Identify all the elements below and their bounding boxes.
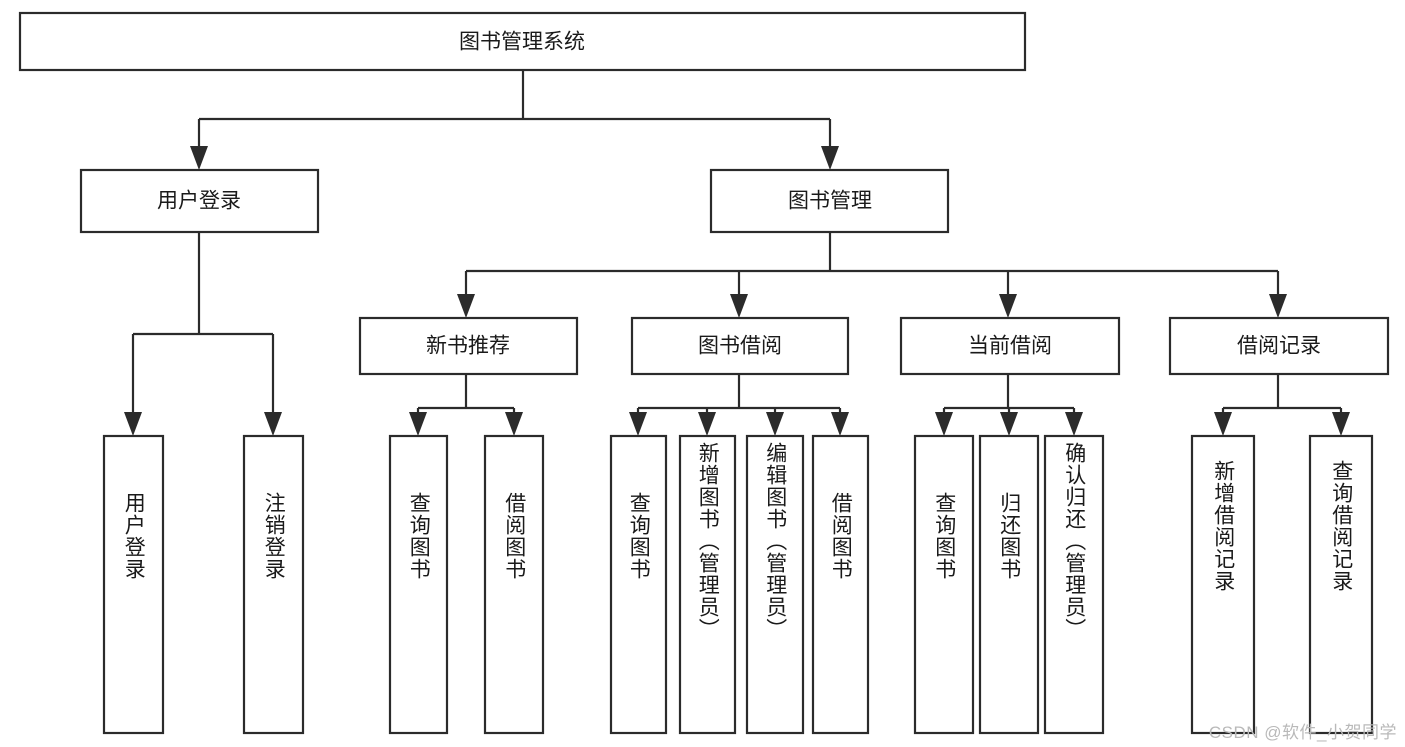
node-root-label: 图书管理系统 bbox=[459, 31, 585, 54]
leaf-user-login-rect[interactable] bbox=[102, 434, 165, 735]
leaf-return-book-rect[interactable] bbox=[978, 434, 1040, 735]
leaf-edit-book-rect[interactable] bbox=[745, 434, 805, 735]
arrow-to-new-book-rec bbox=[457, 294, 475, 318]
node-new-book-recommend[interactable]: 新书推荐 bbox=[358, 316, 579, 376]
arrow-to-book-mgmt bbox=[821, 146, 839, 170]
leaf-add-book-rect[interactable] bbox=[678, 434, 737, 735]
arrow-to-leaf-logout bbox=[264, 412, 282, 436]
node-root[interactable]: 图书管理系统 bbox=[18, 11, 1027, 72]
node-user-login-rect[interactable] bbox=[79, 168, 320, 234]
arrow-to-query-book-1 bbox=[409, 412, 427, 436]
arrow-to-query-record bbox=[1332, 412, 1350, 436]
leaf-query-book-2-rect[interactable] bbox=[609, 434, 668, 735]
node-book-borrow[interactable]: 图书借阅 bbox=[630, 316, 850, 376]
arrow-to-query-book-3 bbox=[935, 412, 953, 436]
arrow-to-add-record bbox=[1214, 412, 1232, 436]
node-book-borrow-rect[interactable] bbox=[630, 316, 850, 376]
node-book-management[interactable]: 图书管理 bbox=[709, 168, 950, 234]
node-user-login-label: 用户登录 bbox=[157, 190, 241, 213]
arrow-to-current-borrow bbox=[999, 294, 1017, 318]
leaf-borrow-book-2-rect[interactable] bbox=[811, 434, 870, 735]
node-book-management-rect[interactable] bbox=[709, 168, 950, 234]
node-borrow-record-rect[interactable] bbox=[1168, 316, 1390, 376]
leaf-query-record-rect[interactable] bbox=[1308, 434, 1374, 735]
node-user-login[interactable]: 用户登录 bbox=[79, 168, 320, 234]
arrow-to-edit-book bbox=[766, 412, 784, 436]
connector-layer bbox=[124, 70, 1350, 436]
leaf-query-book-1-rect[interactable] bbox=[388, 434, 449, 735]
arrow-to-return-book bbox=[1000, 412, 1018, 436]
node-borrow-record-label: 借阅记录 bbox=[1237, 335, 1321, 358]
arrow-to-leaf-user-login bbox=[124, 412, 142, 436]
arrow-to-query-book-2 bbox=[629, 412, 647, 436]
node-current-borrow-rect[interactable] bbox=[899, 316, 1121, 376]
leaf-query-book-3-rect[interactable] bbox=[913, 434, 975, 735]
node-borrow-record[interactable]: 借阅记录 bbox=[1168, 316, 1390, 376]
node-book-management-label: 图书管理 bbox=[788, 190, 872, 213]
node-new-book-recommend-rect[interactable] bbox=[358, 316, 579, 376]
node-root-rect[interactable] bbox=[18, 11, 1027, 72]
leaf-add-record-rect[interactable] bbox=[1190, 434, 1256, 735]
node-current-borrow[interactable]: 当前借阅 bbox=[899, 316, 1121, 376]
arrow-to-borrow-record bbox=[1269, 294, 1287, 318]
node-new-book-recommend-label: 新书推荐 bbox=[426, 335, 510, 358]
arrow-to-borrow-book-1 bbox=[505, 412, 523, 436]
node-current-borrow-label: 当前借阅 bbox=[968, 335, 1052, 358]
arrow-to-borrow-book-2 bbox=[831, 412, 849, 436]
node-layer: 图书管理系统 用户登录 图书管理 新书推荐 图书借阅 bbox=[18, 11, 1390, 735]
arrow-to-book-borrow bbox=[730, 294, 748, 318]
leaf-borrow-book-1-rect[interactable] bbox=[483, 434, 545, 735]
arrow-to-add-book bbox=[698, 412, 716, 436]
arrow-to-confirm-return bbox=[1065, 412, 1083, 436]
csdn-watermark: CSDN @软件_小贺同学 bbox=[1208, 723, 1397, 742]
node-book-borrow-label: 图书借阅 bbox=[698, 335, 782, 358]
leaf-confirm-return-rect[interactable] bbox=[1043, 434, 1105, 735]
leaf-logout-rect[interactable] bbox=[242, 434, 305, 735]
arrow-to-user-login bbox=[190, 146, 208, 170]
